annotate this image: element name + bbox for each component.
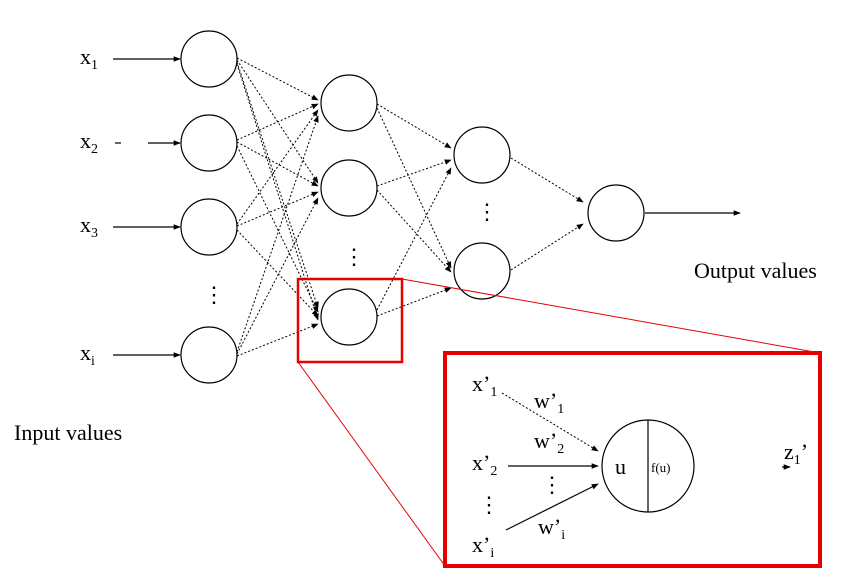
detail-input-1: x’1 <box>472 371 497 400</box>
input-node-1 <box>180 30 238 88</box>
hidden1-vdots: ⋮ <box>343 244 365 269</box>
detail-arrow-1 <box>501 392 599 452</box>
hidden-layer-2-nodes <box>453 126 511 300</box>
input-values-label: Input values <box>14 420 122 445</box>
detail-weight-1: w’1 <box>534 388 564 417</box>
hidden1-node-1 <box>320 74 378 132</box>
hidden-layer-1-nodes <box>320 74 378 346</box>
input-vdots: ⋮ <box>203 282 225 307</box>
input-node-2 <box>180 114 238 172</box>
hidden2-vdots: ⋮ <box>476 199 498 224</box>
detail-input-i: x’i <box>472 532 494 561</box>
detail-input-vdots: ⋮ <box>478 492 500 517</box>
hidden1-node-j <box>320 288 378 346</box>
connections-layer2-layer3 <box>376 103 452 317</box>
input-label-i: xi <box>80 340 95 369</box>
zoom-line-bottom <box>297 361 446 567</box>
detail-neuron-activation: f(u) <box>651 460 671 475</box>
detail-box <box>443 351 822 568</box>
detail-weight-vdots: ⋮ <box>541 472 563 497</box>
highlight-box <box>296 277 404 364</box>
detail-output-label: z1’ <box>784 439 808 468</box>
input-node-i <box>180 326 238 384</box>
detail-weight-i: w’i <box>538 514 565 543</box>
output-node <box>587 184 645 242</box>
neuron-detail-panel: x’1 x’2 x’i ⋮ w’1 w’2 w’i ⋮ u f(u) z1’ <box>443 351 822 568</box>
output-values-label: Output values <box>694 258 817 283</box>
detail-weight-2: w’2 <box>534 428 564 457</box>
input-label-1: x1 <box>80 44 98 73</box>
detail-neuron-sum: u <box>615 454 626 479</box>
connections-layer1-layer2 <box>236 57 319 357</box>
detail-arrow-i <box>505 483 599 531</box>
input-node-3 <box>180 198 238 256</box>
input-layer-nodes <box>180 30 238 384</box>
input-label-3: x3 <box>80 212 98 241</box>
zoom-line-top <box>401 278 821 354</box>
hidden2-node-k <box>453 242 511 300</box>
input-label-2: x2 <box>80 128 98 157</box>
detail-input-2: x’2 <box>472 450 497 479</box>
hidden1-node-2 <box>320 159 378 217</box>
connections-layer3-output <box>510 157 584 271</box>
hidden2-node-1 <box>453 126 511 184</box>
